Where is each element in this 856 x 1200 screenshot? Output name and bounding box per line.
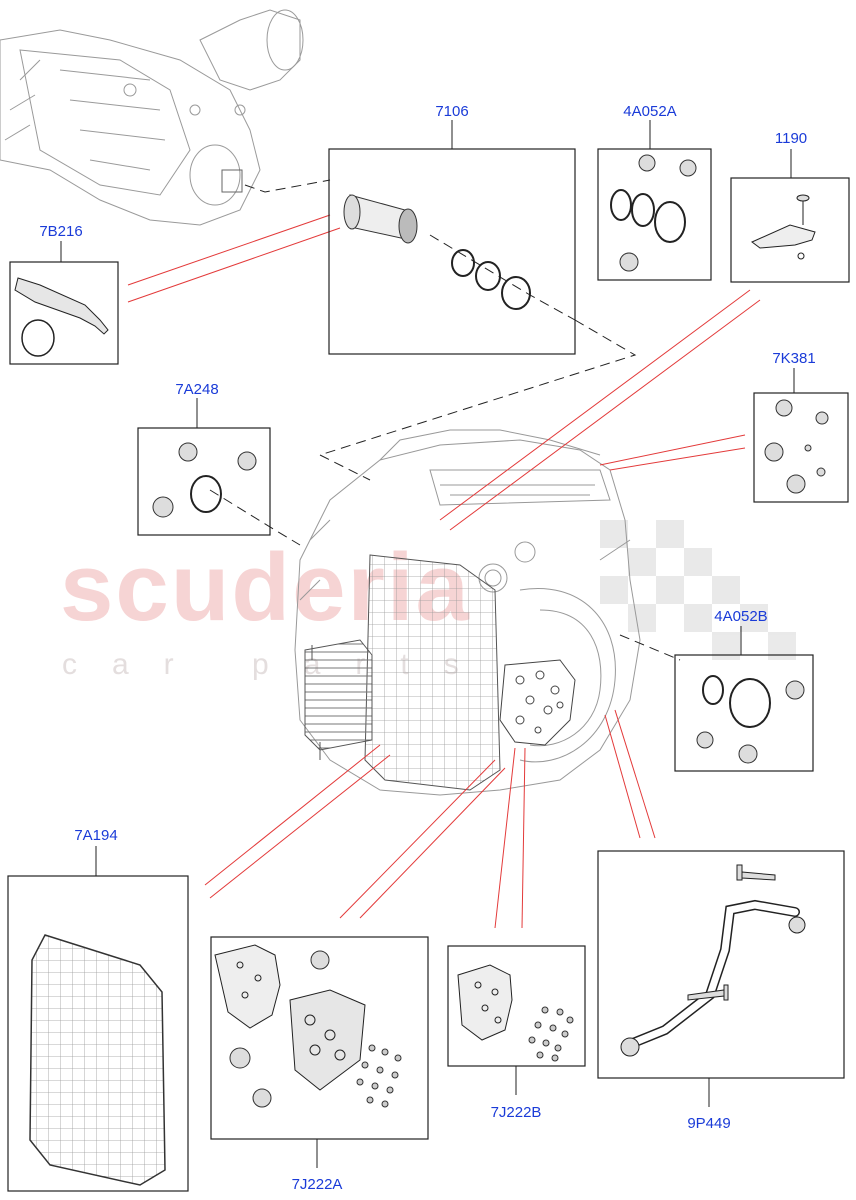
box-1190[interactable] bbox=[730, 149, 850, 283]
transmission-oil-pan-drawing bbox=[364, 554, 501, 791]
label-4A052A[interactable]: 4A052A bbox=[623, 103, 677, 120]
rear-differential-drawing bbox=[0, 9, 304, 226]
seal-rings-icon bbox=[451, 249, 531, 310]
o-ring-icon bbox=[190, 475, 222, 513]
plug-icons bbox=[152, 442, 257, 518]
gasket-icon bbox=[457, 964, 513, 1041]
o-ring-icon bbox=[21, 319, 55, 357]
label-7K381[interactable]: 7K381 bbox=[772, 350, 816, 367]
label-4A052B[interactable]: 4A052B bbox=[714, 608, 768, 625]
dashed-leader-lines bbox=[209, 179, 681, 661]
bolt-icons bbox=[687, 864, 776, 1001]
box-7106[interactable] bbox=[328, 120, 576, 355]
valve-body-mounted-drawing bbox=[499, 659, 576, 746]
pipe-icon bbox=[620, 899, 806, 1057]
bracket-bolt-icon bbox=[751, 194, 816, 260]
bolt-icons bbox=[356, 1044, 402, 1108]
plug-icons bbox=[229, 950, 330, 1108]
box-7K381[interactable] bbox=[753, 368, 849, 503]
label-7B216[interactable]: 7B216 bbox=[39, 223, 83, 240]
box-4A052B[interactable] bbox=[674, 626, 814, 772]
sealant-tube-icon bbox=[14, 277, 109, 335]
red-leader-lines bbox=[127, 214, 761, 929]
oil-pan-icon bbox=[29, 934, 166, 1186]
box-4A052A[interactable] bbox=[597, 120, 712, 281]
plug-icons bbox=[764, 399, 829, 494]
gasket-icon bbox=[214, 944, 281, 1029]
box-7A194[interactable] bbox=[7, 846, 189, 1192]
filter-cylinder-icon bbox=[343, 194, 418, 244]
transmission-housing-drawing bbox=[294, 429, 641, 796]
o-rings-icon bbox=[610, 189, 686, 243]
label-1190[interactable]: 1190 bbox=[774, 130, 808, 147]
box-7J222A[interactable] bbox=[210, 936, 429, 1168]
plug-icons bbox=[696, 680, 805, 764]
label-7J222B[interactable]: 7J222B bbox=[490, 1104, 542, 1121]
box-7J222B[interactable] bbox=[447, 945, 586, 1095]
oil-cooler-drawing bbox=[304, 639, 373, 760]
plug-icons bbox=[619, 154, 697, 272]
label-7A248[interactable]: 7A248 bbox=[175, 381, 219, 398]
box-7B216[interactable] bbox=[9, 241, 119, 365]
o-rings-icon bbox=[702, 675, 771, 728]
box-7A248[interactable] bbox=[137, 398, 271, 536]
label-7106[interactable]: 7106 bbox=[435, 103, 469, 120]
label-7J222A[interactable]: 7J222A bbox=[291, 1176, 343, 1193]
box-9P449[interactable] bbox=[597, 850, 845, 1107]
label-7A194[interactable]: 7A194 bbox=[74, 827, 118, 844]
bolt-icons bbox=[528, 1006, 574, 1062]
valve-body-icon bbox=[289, 989, 366, 1091]
label-9P449[interactable]: 9P449 bbox=[687, 1115, 731, 1132]
